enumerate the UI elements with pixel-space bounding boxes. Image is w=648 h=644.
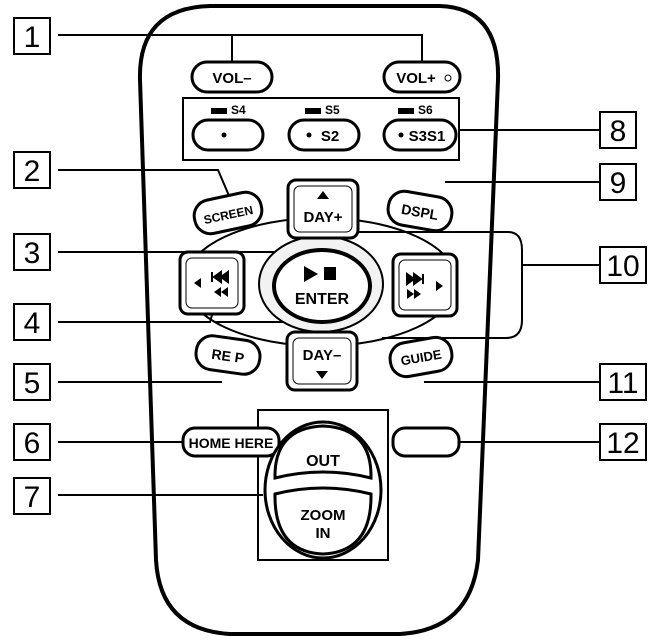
s4-indicator-icon <box>211 108 227 114</box>
svg-text:OUT: OUT <box>306 453 340 470</box>
arrow-right-icon <box>436 281 443 291</box>
svg-text:HOME HERE: HOME HERE <box>189 435 274 451</box>
callout-boxes <box>13 17 647 515</box>
svg-text:RE P: RE P <box>211 346 246 366</box>
home-here-button[interactable]: HOME HERE <box>181 426 281 458</box>
arrow-up-icon <box>317 191 329 199</box>
tactile-dot-icon <box>444 74 452 82</box>
next-button[interactable] <box>391 252 459 318</box>
vol-plus-button[interactable]: VOL+ <box>382 60 462 94</box>
skip-back-icon <box>211 270 229 284</box>
s6-indicator-icon <box>398 108 414 114</box>
s5-indicator-icon <box>305 108 321 114</box>
callout-9: 9 <box>610 167 627 200</box>
callout-1: 1 <box>24 21 41 54</box>
s3s1-button[interactable]: S3S1 <box>382 118 458 152</box>
guide-button[interactable]: GUIDE <box>388 335 455 379</box>
callout-7: 7 <box>24 481 41 514</box>
zoom-group-frame <box>257 409 389 561</box>
callout-8: 8 <box>610 115 627 148</box>
day-plus-button[interactable]: DAY+ <box>286 178 360 240</box>
svg-text:S2: S2 <box>321 128 339 145</box>
vol-minus-button[interactable]: VOL– <box>190 60 274 94</box>
arrow-left-icon <box>194 278 201 288</box>
s2-button[interactable]: S2 <box>287 118 361 152</box>
callout-lines <box>58 34 600 496</box>
play-icon <box>304 266 318 282</box>
svg-text:VOL+: VOL+ <box>396 70 436 87</box>
zoom-in-button[interactable]: ZOOM IN <box>273 486 373 556</box>
svg-text:ENTER: ENTER <box>295 291 350 308</box>
enter-button[interactable]: ENTER <box>272 248 372 324</box>
skip-forward-icon <box>406 272 424 286</box>
callout-6: 6 <box>24 427 41 460</box>
previous-button[interactable] <box>178 250 246 316</box>
zoom-out-button[interactable]: OUT <box>273 424 373 480</box>
s5-label: S5 <box>325 103 340 117</box>
screen-button[interactable]: SCREEN <box>191 189 265 236</box>
arrow-down-icon <box>316 371 328 379</box>
fast-forward-icon <box>407 289 421 299</box>
callout-5: 5 <box>24 367 41 400</box>
callout-10: 10 <box>606 250 639 283</box>
callout-4: 4 <box>24 307 41 340</box>
s6-label: S6 <box>418 103 433 117</box>
callout-2: 2 <box>24 155 41 188</box>
svg-text:DAY+: DAY+ <box>303 209 342 226</box>
svg-text:DSPL: DSPL <box>400 201 440 223</box>
day-minus-button[interactable]: DAY– <box>285 330 359 392</box>
svg-text:ZOOM: ZOOM <box>301 507 346 524</box>
blank-button[interactable] <box>391 426 461 458</box>
source-button-group <box>182 97 460 161</box>
svg-text:DAY–: DAY– <box>303 347 342 364</box>
svg-text:GUIDE: GUIDE <box>400 346 443 368</box>
s4-label: S4 <box>231 103 246 117</box>
callout-3: 3 <box>24 237 41 270</box>
dspl-button[interactable]: DSPL <box>386 189 455 234</box>
stop-icon <box>324 267 336 280</box>
svg-text:VOL–: VOL– <box>212 70 251 87</box>
callout-12: 12 <box>606 427 639 460</box>
svg-text:IN: IN <box>316 525 331 542</box>
repeat-button[interactable]: RE P <box>194 334 262 377</box>
s1-dot-button[interactable] <box>191 118 265 152</box>
rewind-icon <box>214 287 228 297</box>
svg-text:S3S1: S3S1 <box>409 128 446 145</box>
callout-11: 11 <box>607 367 638 400</box>
